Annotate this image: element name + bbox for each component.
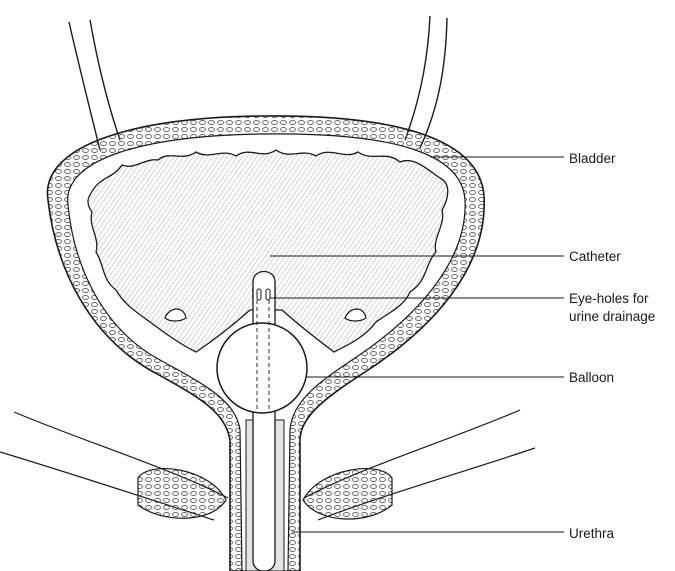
right-ureter: [405, 16, 447, 148]
eye-hole-right: [266, 289, 270, 300]
label-eye-holes-line1: Eye-holes for: [569, 290, 649, 307]
catheter-tip: [253, 272, 275, 301]
eye-hole-left: [257, 289, 261, 300]
label-balloon: Balloon: [569, 369, 614, 386]
left-ureter: [69, 20, 120, 150]
right-pubic-bone: [303, 410, 535, 520]
left-pubic-bone: [0, 412, 228, 520]
catheter-balloon: [217, 323, 307, 413]
label-bladder: Bladder: [569, 150, 616, 167]
label-catheter: Catheter: [569, 248, 621, 265]
catheter-tube: [253, 278, 275, 571]
label-urethra: Urethra: [569, 525, 614, 542]
label-eye-holes-line2: urine drainage: [569, 308, 655, 325]
